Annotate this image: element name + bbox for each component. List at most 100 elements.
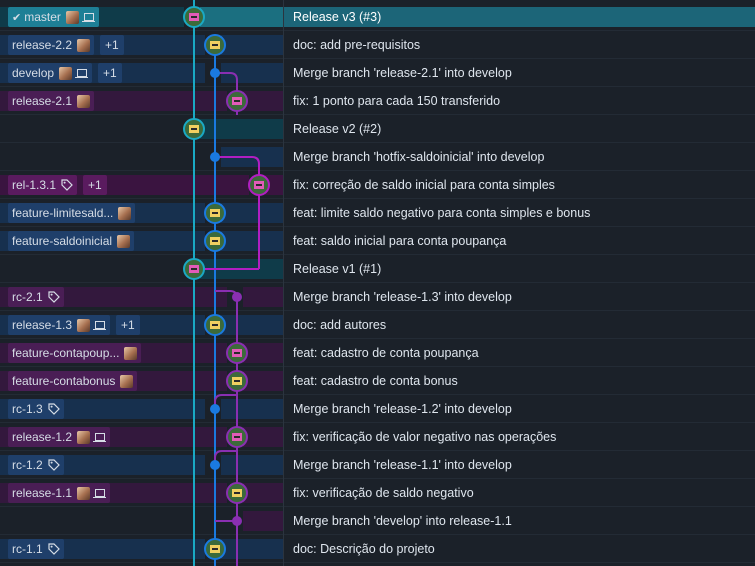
commit-row[interactable]: feature-saldoinicial feat: saldo inicial … [0,227,755,255]
branch-ref-label[interactable]: rc-2.1 [8,287,64,307]
commit-message[interactable]: Release v3 (#3) [293,10,382,24]
commit-message[interactable]: Merge branch 'develop' into release-1.1 [293,514,512,528]
branch-ref-label[interactable]: rc-1.1 [8,539,64,559]
branch-ref-label[interactable]: rc-1.3 [8,399,64,419]
commit-row[interactable]: feature-contabonus feat: cadastro de cont… [0,367,755,395]
commit-message[interactable]: Merge branch 'release-2.1' into develop [293,66,512,80]
commit-row[interactable]: release-1.1 fix: verificação de saldo neg… [0,479,755,507]
commit-row[interactable]: Merge branch 'develop' into release-1.1 [0,507,755,535]
commit-graph-band [243,483,283,503]
more-refs-badge[interactable]: +1 [98,63,122,83]
commit-message[interactable]: Merge branch 'release-1.1' into develop [293,458,512,472]
commit-message[interactable]: feat: cadastro de conta bonus [293,374,458,388]
commit-message[interactable]: fix: correção de saldo inicial para cont… [293,178,555,192]
tag-icon [48,403,60,415]
commit-graph-band [200,259,283,279]
commit-message[interactable]: Merge branch 'hotfix-saldoinicial' into … [293,150,545,164]
branch-ref-name: rc-1.1 [12,542,43,556]
branch-ref-label[interactable]: release-2.1 [8,91,95,111]
commit-avatar-node[interactable] [226,370,248,392]
more-refs-badge[interactable]: +1 [100,35,124,55]
branch-ref-label[interactable]: ✔master [8,7,99,27]
branch-ref-label[interactable]: release-2.2 [8,35,95,55]
commit-graph-band [243,343,283,363]
commit-avatar-node[interactable] [226,342,248,364]
author-avatar-icon [124,346,138,360]
commit-message[interactable]: doc: add pre-requisitos [293,38,421,52]
commit-message[interactable]: fix: verificação de valor negativo nas o… [293,430,557,444]
commit-row[interactable]: release-1.3+1 doc: add autores [0,311,755,339]
commit-graph-band [221,203,283,223]
commit-message[interactable]: doc: add autores [293,318,387,332]
commit-avatar-node[interactable] [183,258,205,280]
commit-avatar-node[interactable] [226,482,248,504]
merge-commit-node[interactable] [210,460,220,470]
commit-avatar-node[interactable] [226,90,248,112]
commit-row[interactable]: Merge branch 'hotfix-saldoinicial' into … [0,143,755,171]
commit-graph-band [221,35,283,55]
merge-commit-node[interactable] [232,516,242,526]
commit-graph-band [243,427,283,447]
commit-avatar-node[interactable] [204,34,226,56]
commit-row[interactable]: release-2.2+1 doc: add pre-requisitos [0,31,755,59]
commit-message[interactable]: Merge branch 'release-1.3' into develop [293,290,512,304]
commit-message[interactable]: feat: limite saldo negativo para conta s… [293,206,591,220]
branch-ref-label[interactable]: release-1.2 [8,427,111,447]
branch-ref-label[interactable]: feature-contabonus [8,371,138,391]
branch-ref-label[interactable]: feature-saldoinicial [8,231,135,251]
branch-ref-name: release-2.1 [12,94,73,108]
branch-ref-label[interactable]: develop [8,63,93,83]
commit-row[interactable]: ✔master Release v3 (#3) [0,3,755,31]
commit-message[interactable]: Release v1 (#1) [293,262,382,276]
commit-avatar-node[interactable] [204,230,226,252]
branch-ref-label[interactable]: rc-1.2 [8,455,64,475]
commit-avatar-node[interactable] [248,174,270,196]
author-avatar-icon [59,66,73,80]
commit-graph-band [221,63,283,83]
author-avatar-icon [77,38,91,52]
commit-avatar-node[interactable] [226,426,248,448]
commit-avatar-node[interactable] [204,202,226,224]
commit-row[interactable]: rel-1.3.1+1 fix: correção de saldo inicia… [0,171,755,199]
commit-row[interactable]: release-2.1 fix: 1 ponto para cada 150 tr… [0,87,755,115]
commit-message[interactable]: doc: Descrição do projeto [293,542,435,556]
commit-avatar-node[interactable] [183,6,205,28]
branch-ref-name: rc-2.1 [12,290,43,304]
commit-row[interactable]: rc-1.2 Merge branch 'release-1.1' into de… [0,451,755,479]
merge-commit-node[interactable] [210,404,220,414]
branch-ref-label[interactable]: release-1.1 [8,483,111,503]
merge-commit-node[interactable] [232,292,242,302]
laptop-icon [93,432,107,443]
commit-message[interactable]: feat: cadastro de conta poupança [293,346,479,360]
commit-row[interactable]: rc-2.1 Merge branch 'release-1.3' into de… [0,283,755,311]
commit-row[interactable]: develop +1 Merge branch 'release-2.1' into… [0,59,755,87]
commit-message[interactable]: fix: 1 ponto para cada 150 transferido [293,94,501,108]
commit-row[interactable]: release-1.2 fix: verificação de valor neg… [0,423,755,451]
commit-row[interactable]: Release v2 (#2) [0,115,755,143]
commit-row[interactable]: rc-1.1 doc: Descrição do projeto [0,535,755,563]
more-refs-badge[interactable]: +1 [116,315,140,335]
branch-ref-label[interactable]: rel-1.3.1 [8,175,78,195]
branch-ref-label[interactable]: release-1.3 [8,315,111,335]
commit-row[interactable]: feature-contapoup... feat: cadastro de co… [0,339,755,367]
commit-avatar-node[interactable] [204,538,226,560]
commit-row[interactable]: rc-1.3 Merge branch 'release-1.2' into de… [0,395,755,423]
commit-row[interactable]: Release v1 (#1) [0,255,755,283]
branch-ref-label[interactable]: feature-limitesald... [8,203,136,223]
merge-commit-node[interactable] [210,152,220,162]
commit-graph-band [265,175,283,195]
commit-row[interactable]: feature-limitesald... feat: limite saldo … [0,199,755,227]
laptop-icon [81,12,95,23]
merge-commit-node[interactable] [210,68,220,78]
branch-ref-label[interactable]: feature-contapoup... [8,343,142,363]
more-refs-badge[interactable]: +1 [83,175,107,195]
branch-ref-name: rc-1.3 [12,402,43,416]
commit-message[interactable]: fix: verificação de saldo negativo [293,486,474,500]
commit-message[interactable]: Merge branch 'release-1.2' into develop [293,402,512,416]
commit-message[interactable]: feat: saldo inicial para conta poupança [293,234,507,248]
commit-message[interactable]: Release v2 (#2) [293,122,382,136]
branch-ref-name: feature-contabonus [12,374,116,388]
commit-avatar-node[interactable] [204,314,226,336]
branch-ref-name: develop [12,66,55,80]
commit-avatar-node[interactable] [183,118,205,140]
